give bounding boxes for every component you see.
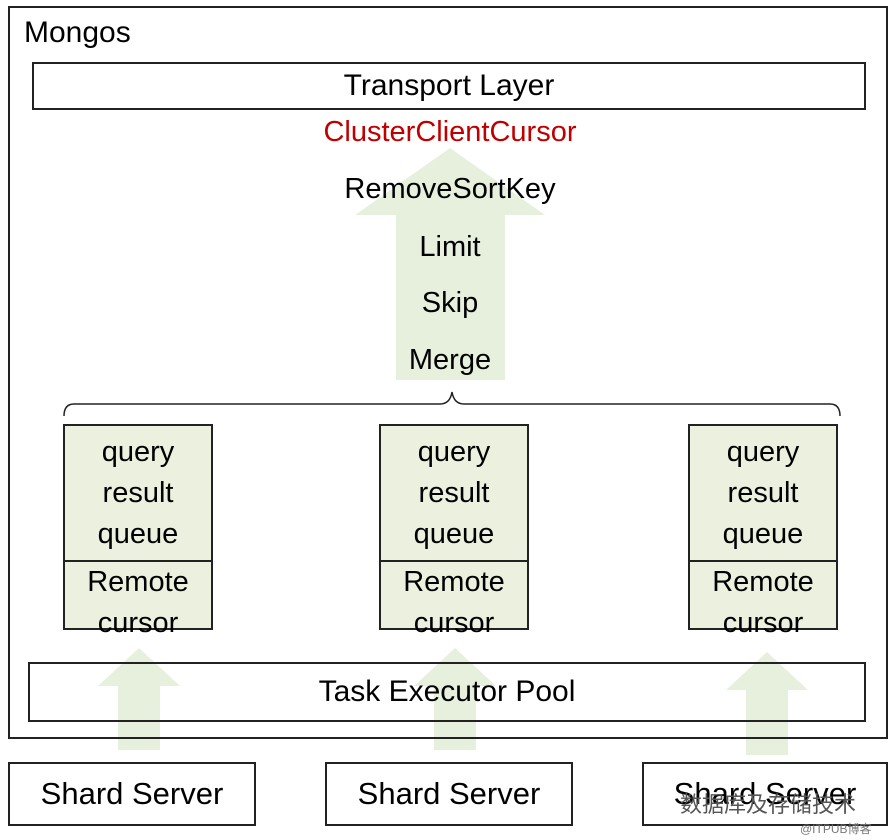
- query-result-queue: query result queue: [65, 426, 211, 562]
- mongos-title: Mongos: [24, 16, 131, 49]
- shard-server-1: Shard Server: [8, 762, 256, 826]
- remote-line: Remote: [87, 566, 189, 598]
- queue-line: result: [418, 476, 490, 509]
- remote-line: cursor: [97, 607, 179, 639]
- shard-server-label: Shard Server: [357, 776, 541, 811]
- cluster-client-cursor-label: ClusterClientCursor: [323, 116, 577, 148]
- merge-brace: [63, 391, 841, 417]
- shard-column-2: query result queue Remote cursor: [379, 424, 529, 639]
- remote-cursor: Remote cursor: [690, 562, 836, 639]
- queue-line: query: [417, 435, 491, 468]
- transport-layer-box: Transport Layer: [32, 62, 866, 110]
- mongos-container: [8, 6, 888, 739]
- shard-server-label: Shard Server: [40, 776, 224, 811]
- shard-column-3: query result queue Remote cursor: [688, 424, 838, 639]
- skip-label: Skip: [421, 287, 479, 319]
- queue-line: query: [726, 435, 800, 468]
- remove-sort-key-label: RemoveSortKey: [344, 173, 556, 205]
- remote-line: cursor: [722, 607, 804, 639]
- shard-server-3: Shard Server: [642, 762, 888, 826]
- remote-cursor: Remote cursor: [65, 562, 211, 639]
- queue-line: result: [102, 476, 174, 509]
- query-result-queue: query result queue: [381, 426, 527, 562]
- remote-line: Remote: [403, 566, 505, 598]
- query-result-queue: query result queue: [690, 426, 836, 562]
- limit-label: Limit: [419, 231, 481, 263]
- queue-line: queue: [722, 517, 804, 550]
- pipeline-up-arrow: [355, 148, 545, 380]
- task-executor-pool-box: Task Executor Pool: [28, 662, 866, 722]
- merge-label: Merge: [408, 344, 492, 376]
- remote-line: Remote: [712, 566, 814, 598]
- shard-server-label: Shard Server: [673, 776, 857, 811]
- queue-line: query: [101, 435, 175, 468]
- queue-line: queue: [413, 517, 495, 550]
- shard-up-arrow-1: [98, 648, 180, 750]
- remote-line: cursor: [413, 607, 495, 639]
- task-executor-pool-label: Task Executor Pool: [318, 675, 576, 708]
- shard-up-arrow-2: [414, 648, 496, 750]
- shard-server-2: Shard Server: [325, 762, 573, 826]
- shard-column-1: query result queue Remote cursor: [63, 424, 213, 639]
- remote-cursor: Remote cursor: [381, 562, 527, 639]
- watermark-small: @ITPUB博客: [800, 822, 872, 836]
- queue-line: result: [727, 476, 799, 509]
- watermark-text: 数据库及存储技术: [680, 792, 857, 817]
- transport-layer-label: Transport Layer: [343, 69, 555, 102]
- shard-up-arrow-3: [726, 652, 808, 755]
- queue-line: queue: [97, 517, 179, 550]
